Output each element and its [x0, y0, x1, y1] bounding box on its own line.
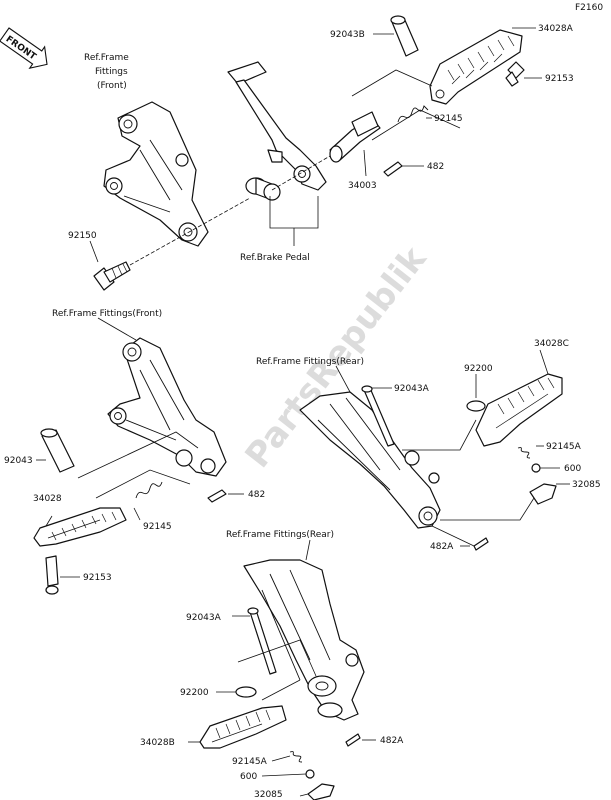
ref-brake-pedal: Ref.Brake Pedal — [240, 253, 310, 263]
leaders-section-4 — [188, 539, 376, 797]
part-92150: 92150 — [68, 231, 97, 241]
ref-frame-front-top-line2: Fittings — [95, 67, 128, 77]
part-482-mid: 482 — [248, 490, 265, 500]
axis-92150 — [129, 197, 251, 266]
leaders-section-2 — [36, 317, 244, 578]
part-600-bottom: 600 — [240, 772, 257, 782]
part-32085-mid: 32085 — [572, 480, 601, 490]
footrest-34028 — [33, 507, 127, 547]
part-92153-top: 92153 — [545, 74, 574, 84]
pin-92043a-mid — [361, 385, 395, 447]
part-92043b: 92043B — [330, 30, 365, 40]
ball-600-mid — [531, 463, 541, 473]
part-92145a-bottom: 92145A — [232, 757, 268, 767]
plate-32085-bottom — [307, 783, 335, 800]
footrest-34028a — [429, 29, 523, 105]
part-482a-bottom: 482A — [380, 736, 404, 746]
pedal-shaft-34003 — [329, 111, 381, 163]
ref-frame-rear-bottom: Ref.Frame Fittings(Rear) — [226, 530, 334, 540]
ref-frame-front-top-line3: (Front) — [97, 81, 127, 91]
pin-92043a-bottom — [247, 607, 277, 675]
washer-92200-bottom — [235, 686, 257, 698]
part-600-mid: 600 — [564, 464, 581, 474]
clip-482-top — [383, 161, 403, 177]
part-34028a: 34028A — [538, 24, 574, 34]
part-34028c: 34028C — [534, 339, 569, 349]
part-92145-top: 92145 — [434, 114, 463, 124]
bolt-92153-mid — [45, 555, 59, 595]
part-92145-mid: 92145 — [143, 522, 172, 532]
pin-92043b — [390, 15, 419, 57]
bushing — [245, 177, 281, 201]
axis-pedal — [271, 155, 331, 191]
part-34028: 34028 — [33, 494, 62, 504]
plate-32085-mid — [529, 483, 557, 505]
part-482a-mid: 482A — [430, 542, 454, 552]
footrest-34028c — [475, 373, 563, 447]
ref-frame-front-mid: Ref.Frame Fittings(Front) — [52, 309, 162, 319]
footrest-34028b — [199, 705, 287, 749]
part-34003: 34003 — [348, 181, 377, 191]
ball-600-bottom — [305, 769, 315, 779]
clip-482-mid — [207, 489, 227, 503]
spring-92145a-mid — [517, 447, 531, 459]
part-32085-bottom: 32085 — [254, 790, 283, 800]
part-92153-mid: 92153 — [83, 573, 112, 583]
frame-bracket-front-mid — [107, 337, 227, 477]
frame-bracket-rear-mid — [299, 391, 441, 529]
front-arrow-badge: FRONT — [0, 27, 48, 69]
pin-92043 — [40, 428, 75, 473]
brake-pedal — [227, 61, 327, 191]
part-92200-bottom: 92200 — [180, 688, 209, 698]
spring-92145a-bottom — [289, 751, 303, 763]
part-34028b: 34028B — [140, 738, 175, 748]
part-92200-mid: 92200 — [464, 364, 493, 374]
washer-92200-mid — [466, 400, 486, 412]
leaders-section-1 — [89, 27, 542, 263]
frame-bracket-front-top — [103, 101, 209, 247]
ref-frame-rear-mid: Ref.Frame Fittings(Rear) — [256, 357, 364, 367]
part-92043: 92043 — [4, 456, 33, 466]
figure-code: F2160 — [575, 3, 603, 13]
part-92043a-bottom: 92043A — [186, 613, 222, 623]
part-92043a-mid: 92043A — [394, 384, 430, 394]
leaders-section-3 — [335, 349, 570, 547]
part-92145a-mid: 92145A — [546, 442, 582, 452]
spring-92145-mid — [135, 481, 163, 499]
frame-bracket-rear-bottom — [243, 559, 365, 721]
clip-482a-bottom — [345, 733, 361, 747]
bolt-92153-top — [505, 61, 525, 87]
bolt-92150 — [93, 261, 131, 291]
ref-frame-front-top-line1: Ref.Frame — [84, 53, 129, 63]
clip-482a-mid — [473, 537, 489, 551]
part-482-top: 482 — [427, 162, 444, 172]
